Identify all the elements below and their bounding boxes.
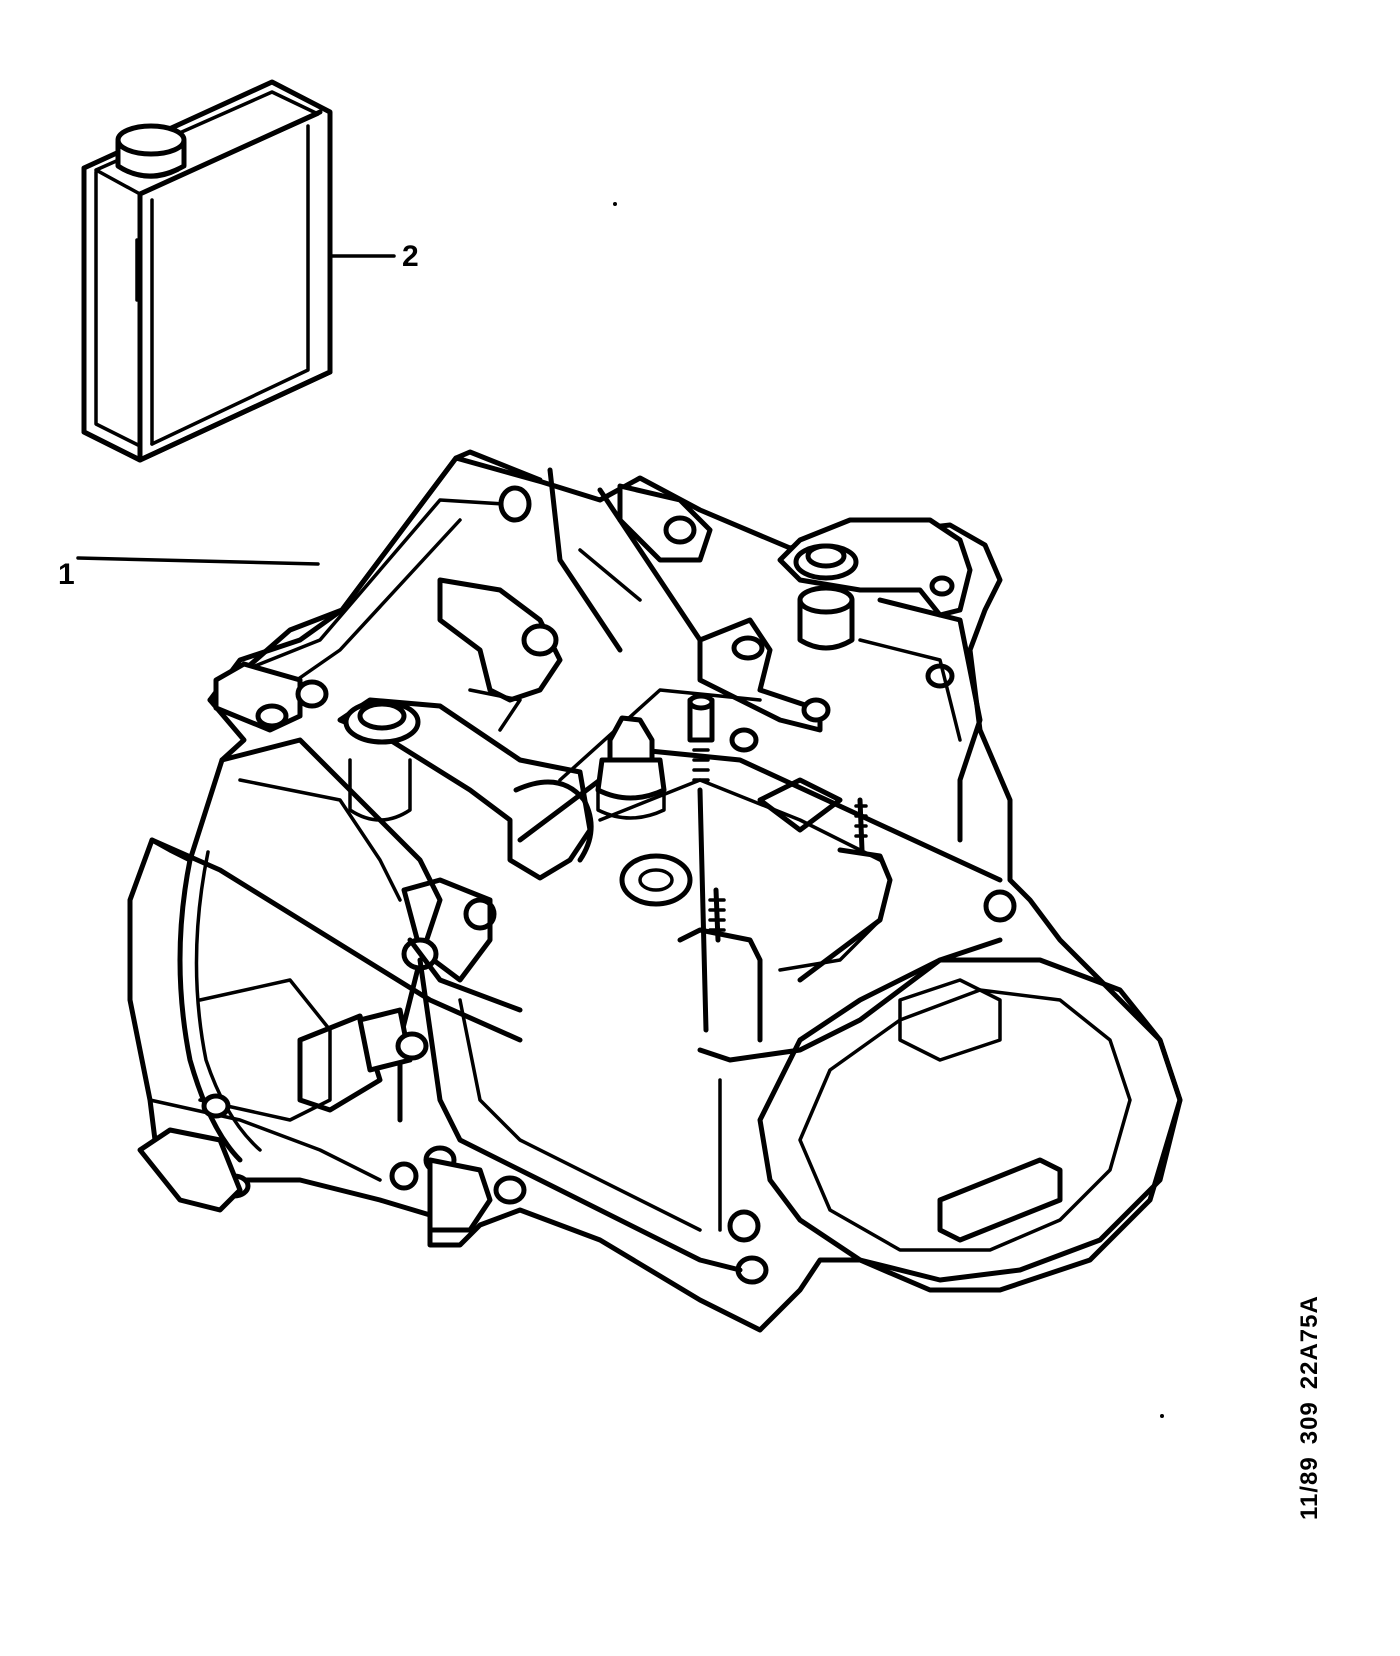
bracket-ear-left xyxy=(437,577,563,732)
shift-linkage xyxy=(498,467,763,693)
mount-boss-left xyxy=(213,661,329,733)
breather-sensor xyxy=(595,715,667,820)
selector-lever xyxy=(337,697,594,881)
callout-label-gearbox: 1 xyxy=(58,558,75,591)
print-speck xyxy=(1160,1414,1164,1418)
callout-label-oil-can: 2 xyxy=(402,240,419,273)
filler-hole xyxy=(619,853,693,907)
lever-upper-right xyxy=(777,517,973,651)
reference-date: 11/89 xyxy=(1296,1456,1323,1520)
oil-can-cap xyxy=(115,123,187,179)
gearbox-illustration xyxy=(127,449,1183,1333)
reference-model: 309 xyxy=(1296,1401,1323,1445)
middle-bracket xyxy=(697,617,955,753)
side-bolts xyxy=(201,877,1017,1285)
end-cover xyxy=(757,957,1183,1283)
leader-line-1 xyxy=(76,556,320,566)
reference-drawing-code: 22A75A xyxy=(1296,1295,1323,1390)
print-speck xyxy=(613,202,617,206)
drawing-reference-code: 11/89 309 22A75A xyxy=(1296,1283,1324,1520)
oil-can-illustration xyxy=(81,79,333,463)
studs xyxy=(687,693,868,1033)
